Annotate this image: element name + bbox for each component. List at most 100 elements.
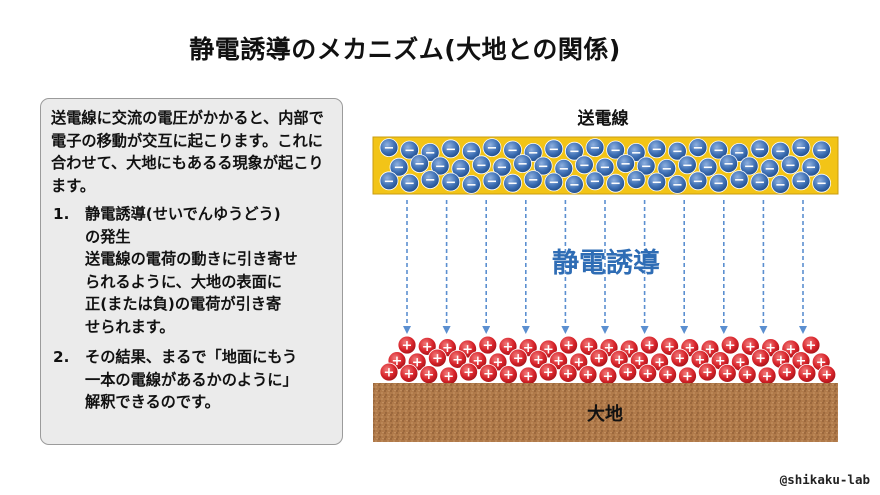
electron-icon: − <box>430 156 450 176</box>
positive-charge-icon: + <box>797 363 817 383</box>
positive-charge-icon: + <box>618 362 638 382</box>
svg-text:−: − <box>404 144 415 159</box>
positive-charge-icon: + <box>757 366 777 386</box>
svg-text:+: + <box>782 366 793 381</box>
induction-arrows <box>403 200 807 334</box>
electron-icon: − <box>441 139 461 159</box>
svg-text:−: − <box>497 161 508 176</box>
svg-text:+: + <box>402 339 413 354</box>
explanation-box: 送電線に交流の電圧がかかると、内部で電子の移動が交互に起こります。これに合わせて… <box>40 98 343 445</box>
svg-text:+: + <box>662 368 673 383</box>
electron-icon: − <box>585 138 605 158</box>
svg-text:+: + <box>702 366 713 381</box>
svg-text:+: + <box>622 366 633 381</box>
svg-text:−: − <box>466 178 477 193</box>
svg-text:+: + <box>765 341 776 356</box>
svg-text:+: + <box>422 340 433 355</box>
positive-charge-icon: + <box>717 363 737 383</box>
list-item: 2. その結果、まるで「地面にもう 一本の電線があるかのように」 解釈できるので… <box>51 346 332 414</box>
svg-text:+: + <box>563 339 574 354</box>
electron-icon: − <box>791 138 811 158</box>
explanation-list: 1. 静電誘導(せいでんゆうどう) の発生 送電線の電荷の動きに引き寄せ られる… <box>51 203 332 414</box>
positive-charge-icon: + <box>638 363 658 383</box>
electron-icon: − <box>812 140 831 160</box>
electron-icon: − <box>812 173 831 193</box>
svg-text:+: + <box>715 354 726 369</box>
svg-text:−: − <box>425 173 436 188</box>
svg-text:−: − <box>558 162 569 177</box>
svg-text:−: − <box>476 158 487 173</box>
svg-text:+: + <box>523 369 534 384</box>
electron-icon: − <box>451 158 471 178</box>
electron-icon: − <box>513 154 532 174</box>
svg-text:−: − <box>651 176 662 191</box>
svg-text:+: + <box>483 367 494 382</box>
electron-icon: − <box>533 156 553 176</box>
credit-text: @shikaku-lab <box>779 472 870 487</box>
positive-charge-icon: + <box>589 348 609 368</box>
svg-text:+: + <box>634 354 645 369</box>
svg-text:−: − <box>764 162 775 177</box>
svg-text:−: − <box>734 173 745 188</box>
svg-text:+: + <box>796 354 807 369</box>
svg-text:−: − <box>487 141 498 156</box>
svg-text:+: + <box>442 341 453 356</box>
electron-icon: − <box>379 138 399 158</box>
svg-text:−: − <box>775 145 786 160</box>
electron-icon: − <box>771 174 790 194</box>
svg-text:−: − <box>796 174 807 189</box>
svg-text:+: + <box>735 355 746 370</box>
induction-label: 静電誘導 <box>552 247 660 279</box>
electron-icon: − <box>565 174 584 194</box>
svg-text:−: − <box>487 174 498 189</box>
svg-text:−: − <box>590 174 601 189</box>
electron-icon: − <box>626 170 646 190</box>
svg-text:+: + <box>722 367 733 382</box>
svg-text:−: − <box>394 161 405 176</box>
svg-text:+: + <box>816 355 827 370</box>
svg-text:−: − <box>610 177 621 192</box>
explanation-intro: 送電線に交流の電圧がかかると、内部で電子の移動が交互に起こります。これに合わせて… <box>51 109 324 195</box>
positive-charge-icon: + <box>419 365 439 385</box>
electron-icon: − <box>760 158 780 178</box>
electron-icon: − <box>616 154 635 174</box>
svg-text:+: + <box>642 367 653 382</box>
positive-charge-icon: + <box>720 335 740 355</box>
svg-text:−: − <box>445 176 456 191</box>
svg-text:+: + <box>806 339 817 354</box>
svg-text:−: − <box>713 177 724 192</box>
electron-icon: − <box>389 157 409 177</box>
svg-text:−: − <box>507 177 518 192</box>
svg-text:−: − <box>734 146 745 161</box>
svg-text:−: − <box>651 142 662 157</box>
svg-text:+: + <box>523 341 534 356</box>
electron-icon: − <box>606 140 625 160</box>
electron-icon: − <box>400 173 420 193</box>
svg-text:+: + <box>785 342 796 357</box>
svg-text:−: − <box>796 141 807 156</box>
positive-charge-icon: + <box>379 362 399 382</box>
svg-text:−: − <box>435 160 446 175</box>
positive-charge-icon: + <box>459 362 479 382</box>
svg-text:+: + <box>624 342 635 357</box>
electron-icon: − <box>688 171 708 191</box>
svg-text:+: + <box>403 367 414 382</box>
svg-text:−: − <box>425 146 436 161</box>
svg-text:+: + <box>472 354 483 369</box>
svg-text:−: − <box>528 173 539 188</box>
electron-group: −−−−−−−−−−−−−−−−−−−−−−−−−−−−−−−−−−−−−−−−… <box>379 138 831 194</box>
electron-icon: − <box>523 170 543 190</box>
svg-text:−: − <box>693 141 704 156</box>
svg-text:+: + <box>392 354 403 369</box>
svg-text:+: + <box>423 368 434 383</box>
electron-icon: − <box>801 157 821 177</box>
positive-charge-icon: + <box>448 349 468 369</box>
positive-charge-icon: + <box>578 365 598 385</box>
electron-icon: − <box>657 158 677 178</box>
svg-text:−: − <box>528 146 539 161</box>
list-item-number: 2. <box>53 348 70 366</box>
svg-text:+: + <box>553 354 564 369</box>
list-item-body: その結果、まるで「地面にもう 一本の電線があるかのように」 解釈できるのです。 <box>85 348 298 411</box>
svg-text:−: − <box>672 145 683 160</box>
svg-text:−: − <box>384 174 395 189</box>
